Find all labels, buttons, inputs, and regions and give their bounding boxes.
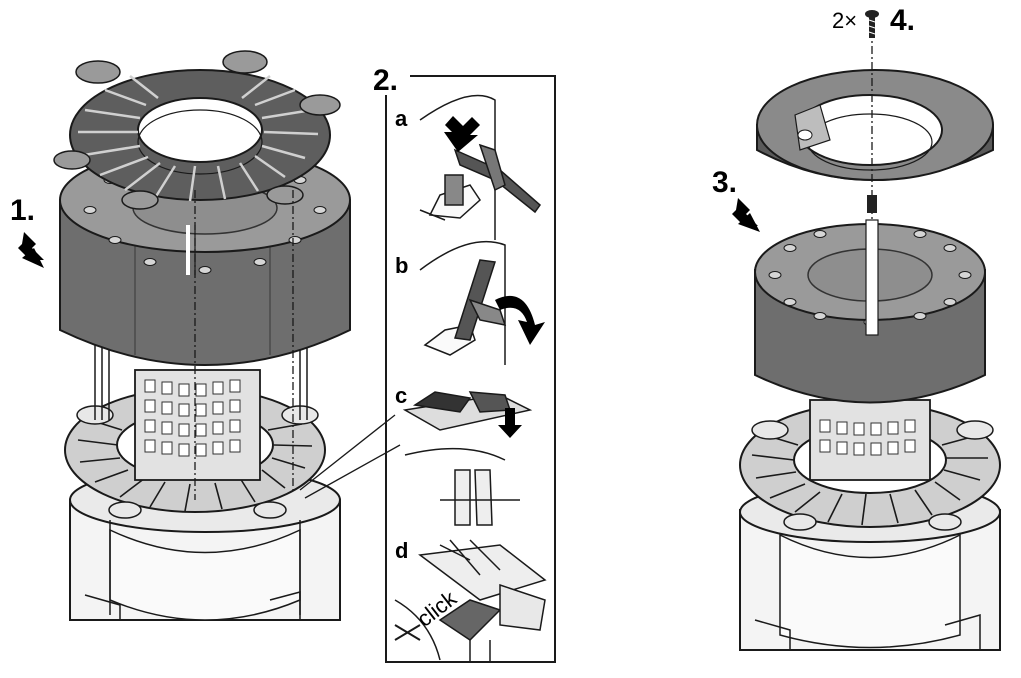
detail-panel <box>385 75 556 663</box>
bolt-axis <box>865 30 879 336</box>
right-pump-assembly <box>732 10 1001 651</box>
detail-a-illustration <box>419 94 542 240</box>
down-arrow-icon <box>732 198 760 232</box>
down-arrow-icon <box>444 116 480 152</box>
down-arrow-icon <box>498 408 522 438</box>
substep-b-label: b <box>395 253 409 278</box>
filter-screen-cylinder <box>134 369 261 481</box>
left-pump-assembly <box>18 50 401 621</box>
detail-d-illustration <box>394 539 547 662</box>
step-3-label: 3. <box>712 166 738 199</box>
substep-a-label: a <box>395 106 408 131</box>
substep-d-label: d <box>395 538 409 563</box>
screw-icon <box>865 10 879 38</box>
substep-c-label: c <box>395 383 408 408</box>
step-4-label: 4. <box>890 4 916 37</box>
step-1-label: 1. <box>10 194 36 227</box>
cable-bundles <box>94 340 308 420</box>
down-arrow-icon <box>18 232 44 268</box>
curved-arrow-icon <box>495 295 545 345</box>
callout-pointer <box>299 414 401 499</box>
detail-b-illustration <box>419 241 507 365</box>
upper-ribbed-ring <box>53 50 341 210</box>
top-cap-ring <box>756 69 994 181</box>
right-filter-screen <box>809 399 931 481</box>
step-2-label: 2. <box>373 64 399 97</box>
detail-c-illustration <box>402 391 533 526</box>
screw-quantity-label: 2× <box>832 8 858 33</box>
